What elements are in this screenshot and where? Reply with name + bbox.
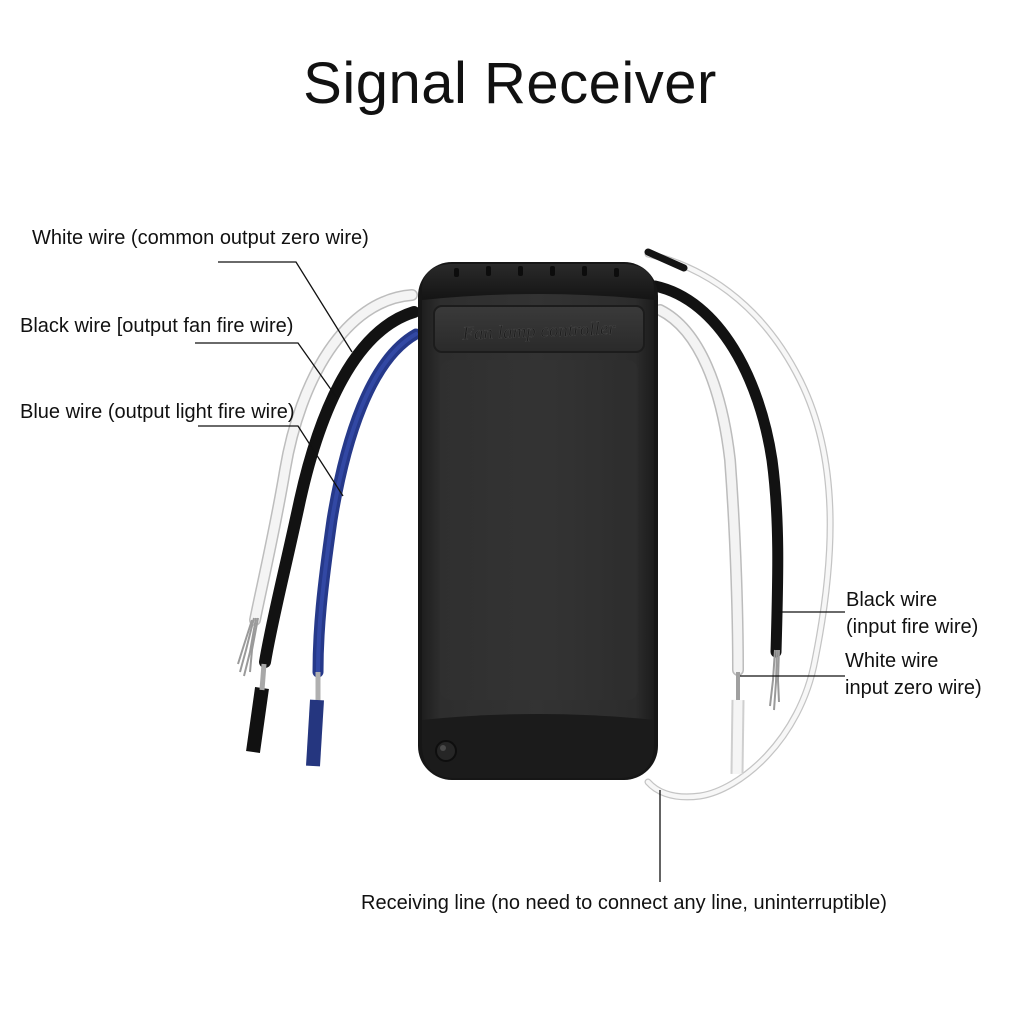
- leader-blue-output: [198, 425, 344, 497]
- label-plate: [433, 305, 645, 353]
- leader-black-output: [195, 342, 338, 399]
- receiver-housing: Fan lamp controller: [418, 262, 658, 780]
- label-black-input-line2: (input fire wire): [846, 616, 979, 638]
- black-input-wire: [649, 280, 784, 658]
- page-title: Signal Receiver: [303, 51, 717, 116]
- label-white-input-line1: White wire: [845, 650, 939, 672]
- white-input-wire: [654, 304, 744, 676]
- left-wires: [237, 289, 422, 767]
- device-label: Fan lamp controller: [461, 318, 617, 344]
- black-output-wire-sleeve: [246, 687, 269, 753]
- leader-lines: [195, 261, 845, 882]
- vent-slots: [454, 266, 619, 277]
- white-wire-strands: [237, 617, 259, 677]
- right-wires: [644, 248, 834, 801]
- label-blue-output-wire: Blue wire (output light fire wire): [20, 401, 295, 423]
- indicator-led: [435, 740, 457, 762]
- leader-white-output: [218, 261, 353, 353]
- black-output-wire: [259, 306, 420, 668]
- label-white-input-line2: input zero wire): [845, 677, 982, 699]
- label-black-input-wire: Black wire (input fire wire): [846, 587, 978, 641]
- label-white-output-wire: White wire (common output zero wire): [32, 227, 369, 249]
- label-black-output-wire: Black wire [output fan fire wire): [20, 315, 294, 337]
- receiving-line-tip: [644, 248, 688, 272]
- black-input-strands: [769, 649, 780, 711]
- blue-output-wire-sleeve: [306, 699, 324, 767]
- label-white-input-wire: White wire input zero wire): [845, 648, 982, 702]
- label-receiving-line: Receiving line (no need to connect any l…: [361, 892, 887, 914]
- label-black-input-line1: Black wire: [846, 589, 938, 611]
